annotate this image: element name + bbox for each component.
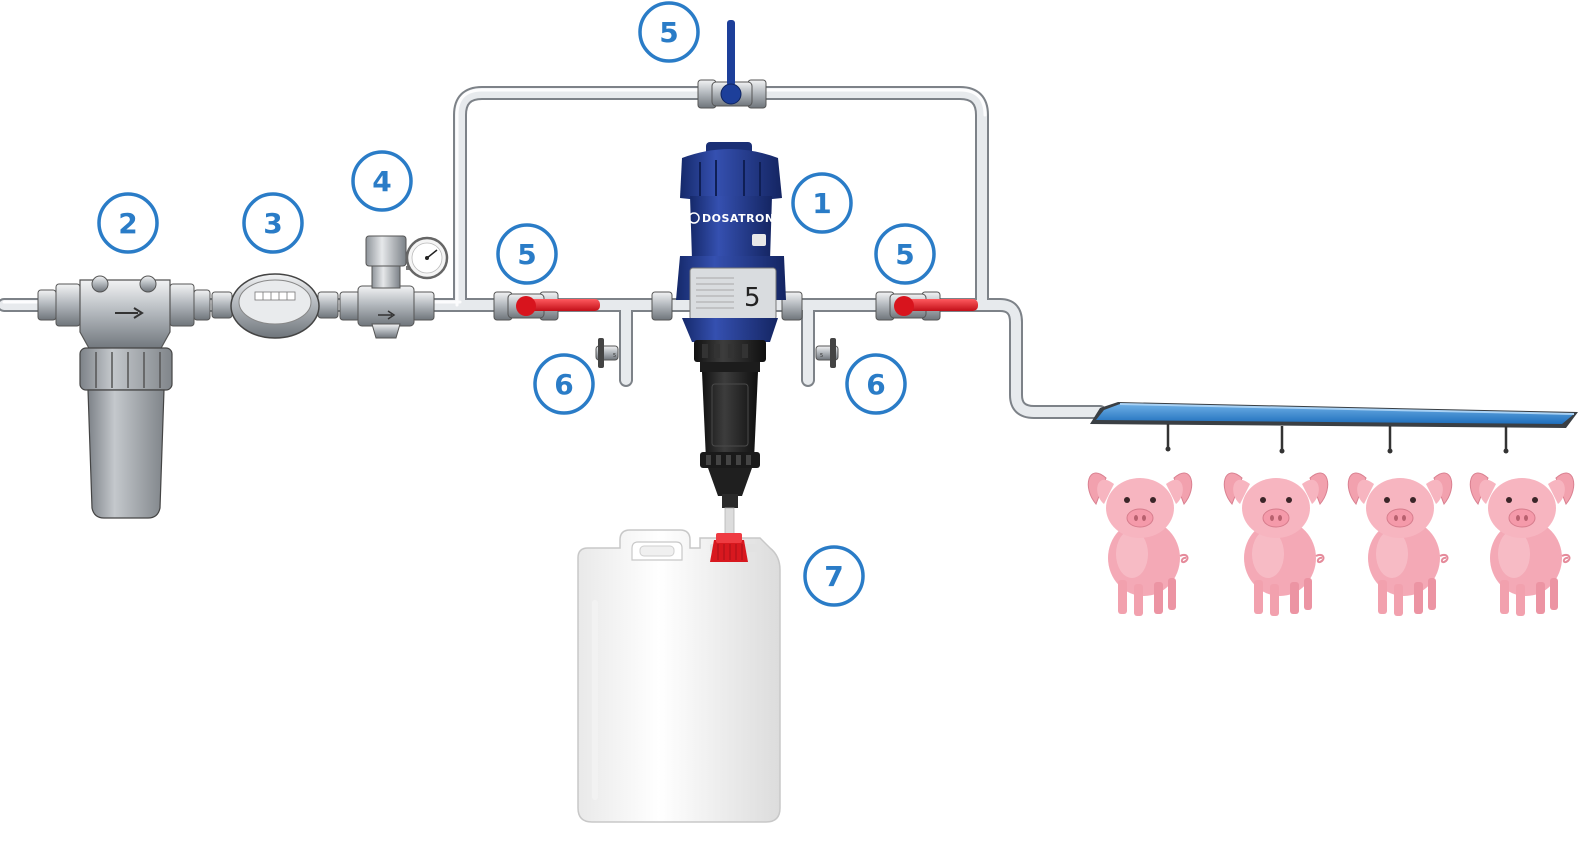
- pig-3: [1347, 471, 1453, 617]
- pig-1: [1087, 471, 1193, 617]
- badge-water-meter: 3: [242, 192, 304, 254]
- badge-bypass-valve: 5: [638, 1, 700, 63]
- badge-outlet-valve-number: 5: [895, 238, 914, 271]
- badge-outlet-drain: 6: [845, 353, 907, 415]
- badge-outlet-drain-number: 6: [866, 368, 885, 401]
- badge-filter: 2: [97, 192, 159, 254]
- badge-pressure-reducer-number: 4: [372, 165, 391, 198]
- bypass-valve: [697, 20, 767, 109]
- inlet-drain-marking: 5: [613, 353, 616, 359]
- badge-canister-number: 7: [824, 560, 843, 593]
- inlet-drain-cock: 5: [595, 338, 619, 368]
- badge-filter-number: 2: [118, 207, 137, 240]
- model-number: 5: [744, 283, 761, 313]
- outlet-drain-cock: 5: [815, 338, 839, 368]
- badge-pressure-reducer: 4: [351, 150, 413, 212]
- badge-bypass-valve-number: 5: [659, 16, 678, 49]
- water-filter: [37, 275, 211, 519]
- water-trough: [1090, 402, 1578, 454]
- badge-dosatron: 1: [791, 172, 853, 234]
- pig-4: [1469, 471, 1575, 617]
- badge-canister: 7: [803, 545, 865, 607]
- pig-2: [1223, 471, 1329, 617]
- inlet-valve: [493, 291, 600, 321]
- badge-outlet-valve: 5: [874, 223, 936, 285]
- badge-inlet-valve: 5: [496, 223, 558, 285]
- outlet-valve: [875, 291, 978, 321]
- badge-water-meter-number: 3: [263, 207, 282, 240]
- badge-inlet-drain-number: 6: [554, 368, 573, 401]
- dosatron-pump: DOSATRON 5: [651, 142, 803, 537]
- pressure-reducer: [339, 235, 449, 339]
- badge-inlet-valve-number: 5: [517, 238, 536, 271]
- water-meter: [211, 273, 339, 339]
- badge-inlet-drain: 6: [533, 353, 595, 415]
- badge-dosatron-number: 1: [812, 187, 831, 220]
- chemical-canister: [577, 529, 781, 823]
- outlet-drain-marking: 5: [820, 353, 823, 359]
- brand-logo-text: DOSATRON: [702, 212, 775, 225]
